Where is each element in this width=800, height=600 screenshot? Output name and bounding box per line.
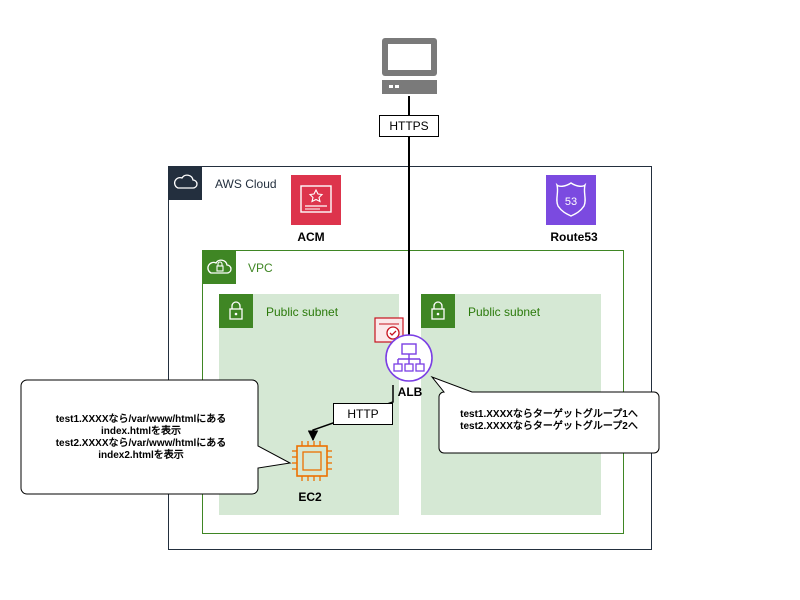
route53-badge-text: 53 (565, 196, 577, 208)
public-subnet-right-label: Public subnet (468, 305, 541, 319)
aws-cloud-label: AWS Cloud (215, 177, 277, 191)
ec2-label: EC2 (298, 490, 322, 504)
public-subnet-left-label: Public subnet (266, 305, 339, 319)
cloud-icon (168, 166, 202, 200)
computer-monitor-icon (382, 38, 437, 94)
callout-left-bubble (20, 379, 292, 495)
vpc-label: VPC (248, 261, 273, 275)
callout-left-line: index2.htmlを表示 (98, 450, 184, 461)
callout-right-text: test1.XXXXならターゲットグループ1へ test2.XXXXならターゲッ… (440, 409, 658, 433)
callout-left-line: index.htmlを表示 (100, 426, 181, 437)
ec2-chip-icon (292, 441, 332, 481)
callout-left-line: test2.XXXXなら/var/www/htmlにある (55, 438, 227, 449)
callout-left-line: test1.XXXXなら/var/www/htmlにある (55, 414, 227, 425)
alb-label: ALB (397, 385, 423, 399)
https-edge-label: HTTPS (379, 115, 439, 137)
padlock-icon (421, 294, 455, 328)
http-edge-label: HTTP (333, 403, 393, 425)
acm-label: ACM (297, 230, 325, 244)
route53-label: Route53 (550, 230, 598, 244)
callout-right-line: test1.XXXXならターゲットグループ1へ (460, 409, 638, 420)
vpc-cloud-icon (202, 250, 236, 284)
callout-right-bubble (430, 375, 660, 454)
route53-shield-icon: 53 (546, 175, 596, 225)
load-balancer-icon (385, 334, 433, 382)
certificate-manager-icon (291, 175, 341, 225)
padlock-icon (219, 294, 253, 328)
callout-left-text: test1.XXXXなら/var/www/htmlにある index.htmlを… (25, 414, 257, 462)
callout-right-line: test2.XXXXならターゲットグループ2へ (460, 421, 638, 432)
